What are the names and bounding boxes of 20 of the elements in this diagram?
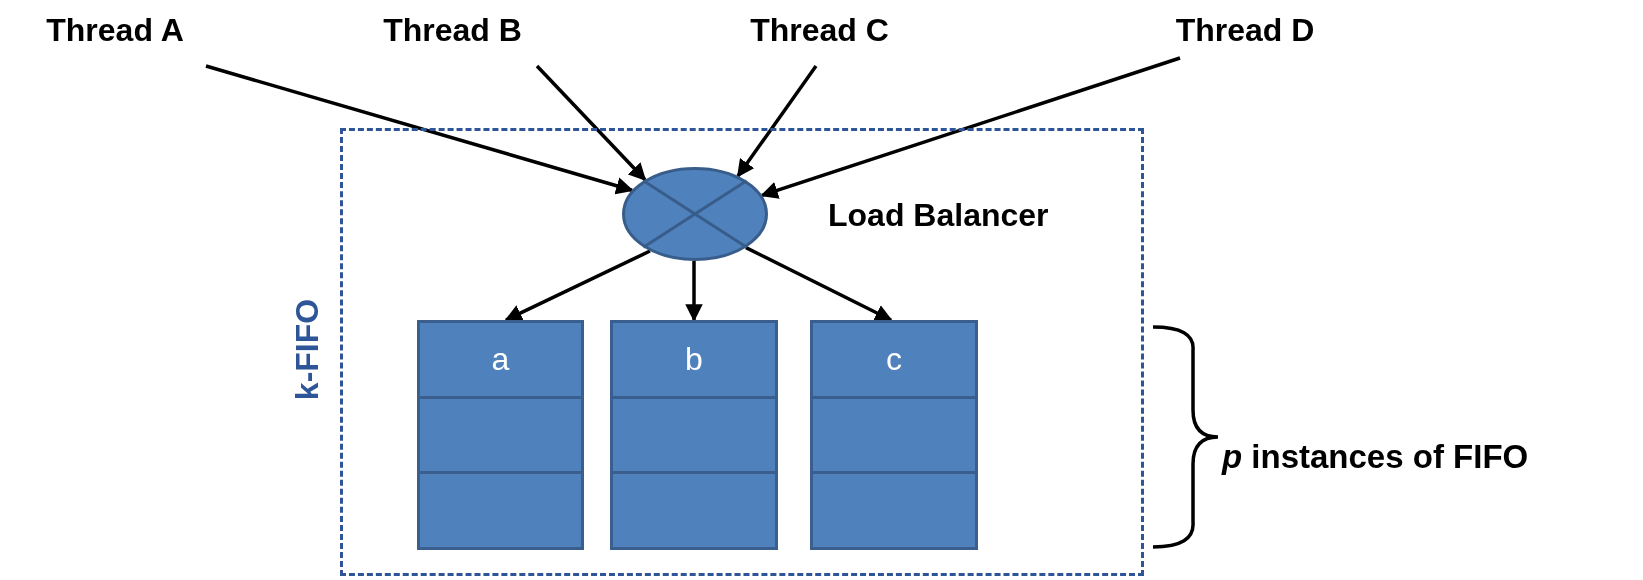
queue-label: a: [491, 340, 510, 378]
queue-box: [610, 320, 778, 550]
annotation-text: p instances of FIFO: [1222, 438, 1529, 476]
arrow: [760, 56, 1181, 199]
thread-label: Thread D: [1175, 12, 1315, 49]
arrow: [504, 249, 651, 322]
arrow: [745, 246, 893, 322]
queue-box: [417, 320, 584, 550]
queue-box: [810, 320, 978, 550]
arrow: [736, 65, 818, 178]
arrow: [685, 261, 703, 322]
thread-label: Thread B: [383, 12, 522, 49]
thread-label: Thread C: [750, 12, 889, 49]
queue-label: c: [886, 340, 902, 378]
arrow: [535, 64, 647, 181]
queue-label: b: [685, 340, 703, 378]
group-title: k-FIFO: [289, 298, 327, 401]
arrow: [205, 64, 634, 195]
component-label: Load Balancer: [828, 197, 1049, 234]
thread-label: Thread A: [46, 12, 184, 49]
